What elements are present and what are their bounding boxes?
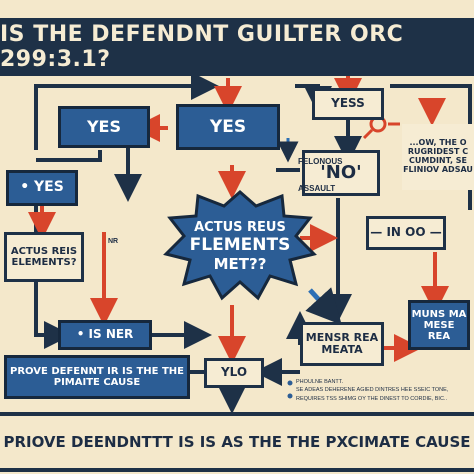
magnifier-icon — [362, 115, 387, 140]
actus-reus-burst — [163, 190, 317, 301]
node-muns-ma: MUNS MA MESE REA — [408, 300, 470, 350]
node-actus-reis: ACTUS REIS ELEMENTS? — [4, 232, 84, 282]
bullet-marker-1 — [287, 380, 293, 386]
node-is-ner: • IS NER — [58, 320, 152, 350]
node-yes-left: YES — [58, 106, 150, 148]
node-yess-top-right: YESS — [312, 88, 384, 120]
page-title-text: IS THE DEFENDNT GUILTER ORC 299:3.1? — [0, 22, 404, 72]
node-mensr-rea: MENSR REA MEATA — [300, 322, 384, 366]
label-nr: NR — [108, 238, 119, 245]
connector-red-diagonal — [305, 287, 342, 325]
burst-question: ACTUS REUS FLEMENTS MET?? — [189, 219, 291, 273]
node-ylo: YLO — [204, 358, 264, 388]
connector-yes-left-down — [36, 150, 102, 162]
bullet-note-2: SE ADEAS DEHERENE AGIED DINTRES HEE SSEI… — [296, 387, 449, 394]
node-note-right: ...OW, THE O RUGRIDEST C CUMDINT, SE FLI… — [402, 124, 474, 190]
label-felonous: FELONOUS — [298, 157, 343, 166]
page-title: IS THE DEFENDNT GUILTER ORC 299:3.1? — [0, 18, 474, 76]
node-yes-center: YES — [176, 104, 280, 150]
node-no-center: 'NO' — [302, 150, 380, 196]
node-in-oo: — IN OO — — [366, 216, 446, 250]
connector-top-left — [34, 72, 219, 150]
bullet-note-3: REQUIRES TSS SHIMG OY THE DINEST TO CORD… — [296, 395, 447, 402]
bottom-banner: PRIOVE DEENDNTTT IS IS AS THE THE PXCIMA… — [0, 412, 474, 472]
node-yes-side: • YES — [6, 170, 78, 206]
label-assault: ASSAULT — [298, 184, 336, 193]
bullet-notes: PHOULNE BANTT. SE ADEAS DEHERENE AGIED D… — [296, 378, 466, 403]
node-prove-defent: PROVE DEFENNT IR IS THE THE PIMAITE CAUS… — [4, 355, 190, 399]
bottom-banner-text: PRIOVE DEENDNTTT IS IS AS THE THE PXCIMA… — [3, 433, 471, 451]
bullet-marker-2 — [287, 393, 293, 399]
bullet-note-1: PHOULNE BANTT. — [296, 379, 344, 385]
